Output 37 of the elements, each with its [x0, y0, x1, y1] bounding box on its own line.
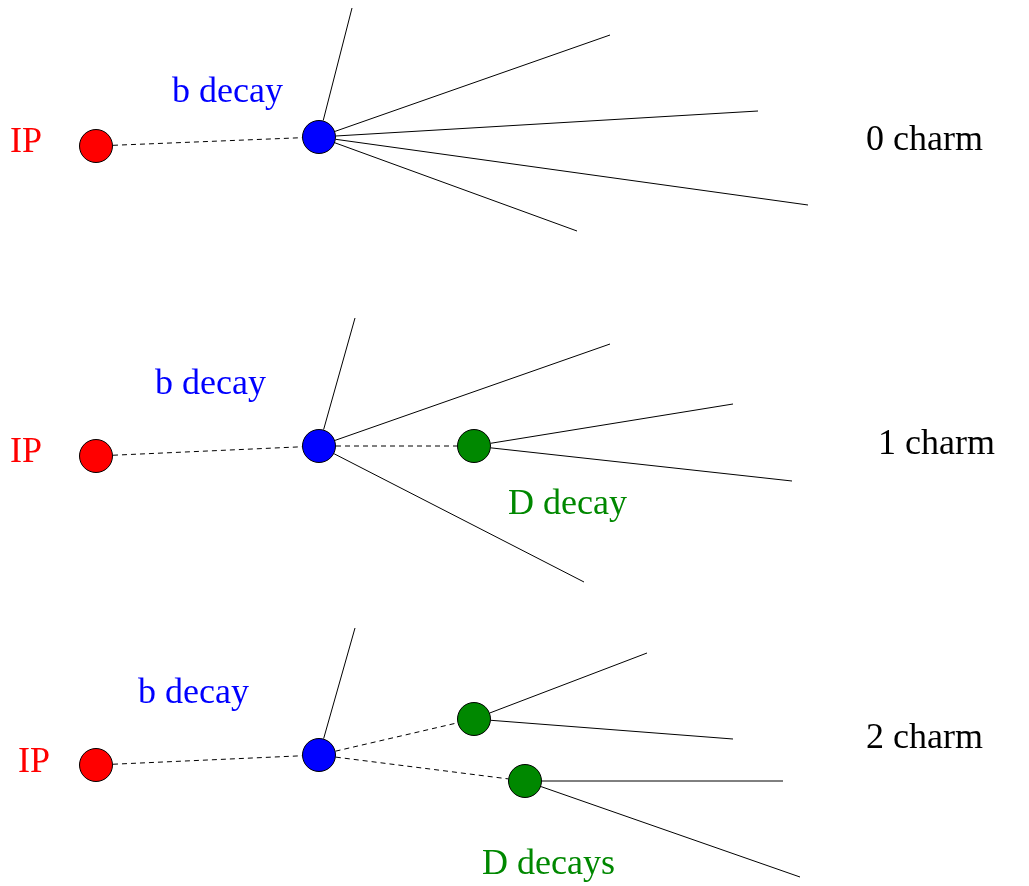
- vertex-dot: [457, 429, 491, 463]
- particle-track: [541, 780, 784, 782]
- vertex-dot: [302, 738, 336, 772]
- particle-track: [334, 343, 611, 441]
- vertex-dot: [79, 439, 113, 473]
- particle-track: [335, 110, 759, 137]
- particle-track: [490, 719, 734, 740]
- vertex-label: D decays: [482, 844, 615, 880]
- vertex-label: IP: [10, 432, 42, 468]
- vertex-label: IP: [10, 122, 42, 158]
- particle-track: [490, 447, 793, 482]
- particle-track: [334, 34, 611, 132]
- vertex-dot: [457, 702, 491, 736]
- vertex-dot: [302, 429, 336, 463]
- flight-path: [335, 756, 509, 780]
- particle-track: [335, 138, 809, 206]
- particle-track: [323, 627, 356, 740]
- particle-track: [334, 142, 578, 232]
- vertex-label: IP: [18, 742, 50, 778]
- particle-track: [333, 453, 585, 583]
- charm-count-label: 0 charm: [866, 120, 983, 156]
- charm-count-label: 1 charm: [878, 424, 995, 460]
- vertex-label: b decay: [172, 72, 283, 108]
- vertex-dot: [79, 129, 113, 163]
- vertex-dot: [79, 748, 113, 782]
- particle-track: [490, 403, 734, 444]
- particle-track: [322, 7, 353, 122]
- particle-track: [540, 786, 801, 878]
- flight-path: [335, 445, 458, 447]
- vertex-label: D decay: [508, 484, 627, 520]
- vertex-dot: [508, 764, 542, 798]
- particle-track: [323, 317, 356, 431]
- particle-track: [489, 652, 648, 714]
- vertex-dot: [302, 120, 336, 154]
- vertex-label: b decay: [138, 673, 249, 709]
- charm-count-label: 2 charm: [866, 718, 983, 754]
- vertex-label: b decay: [155, 364, 266, 400]
